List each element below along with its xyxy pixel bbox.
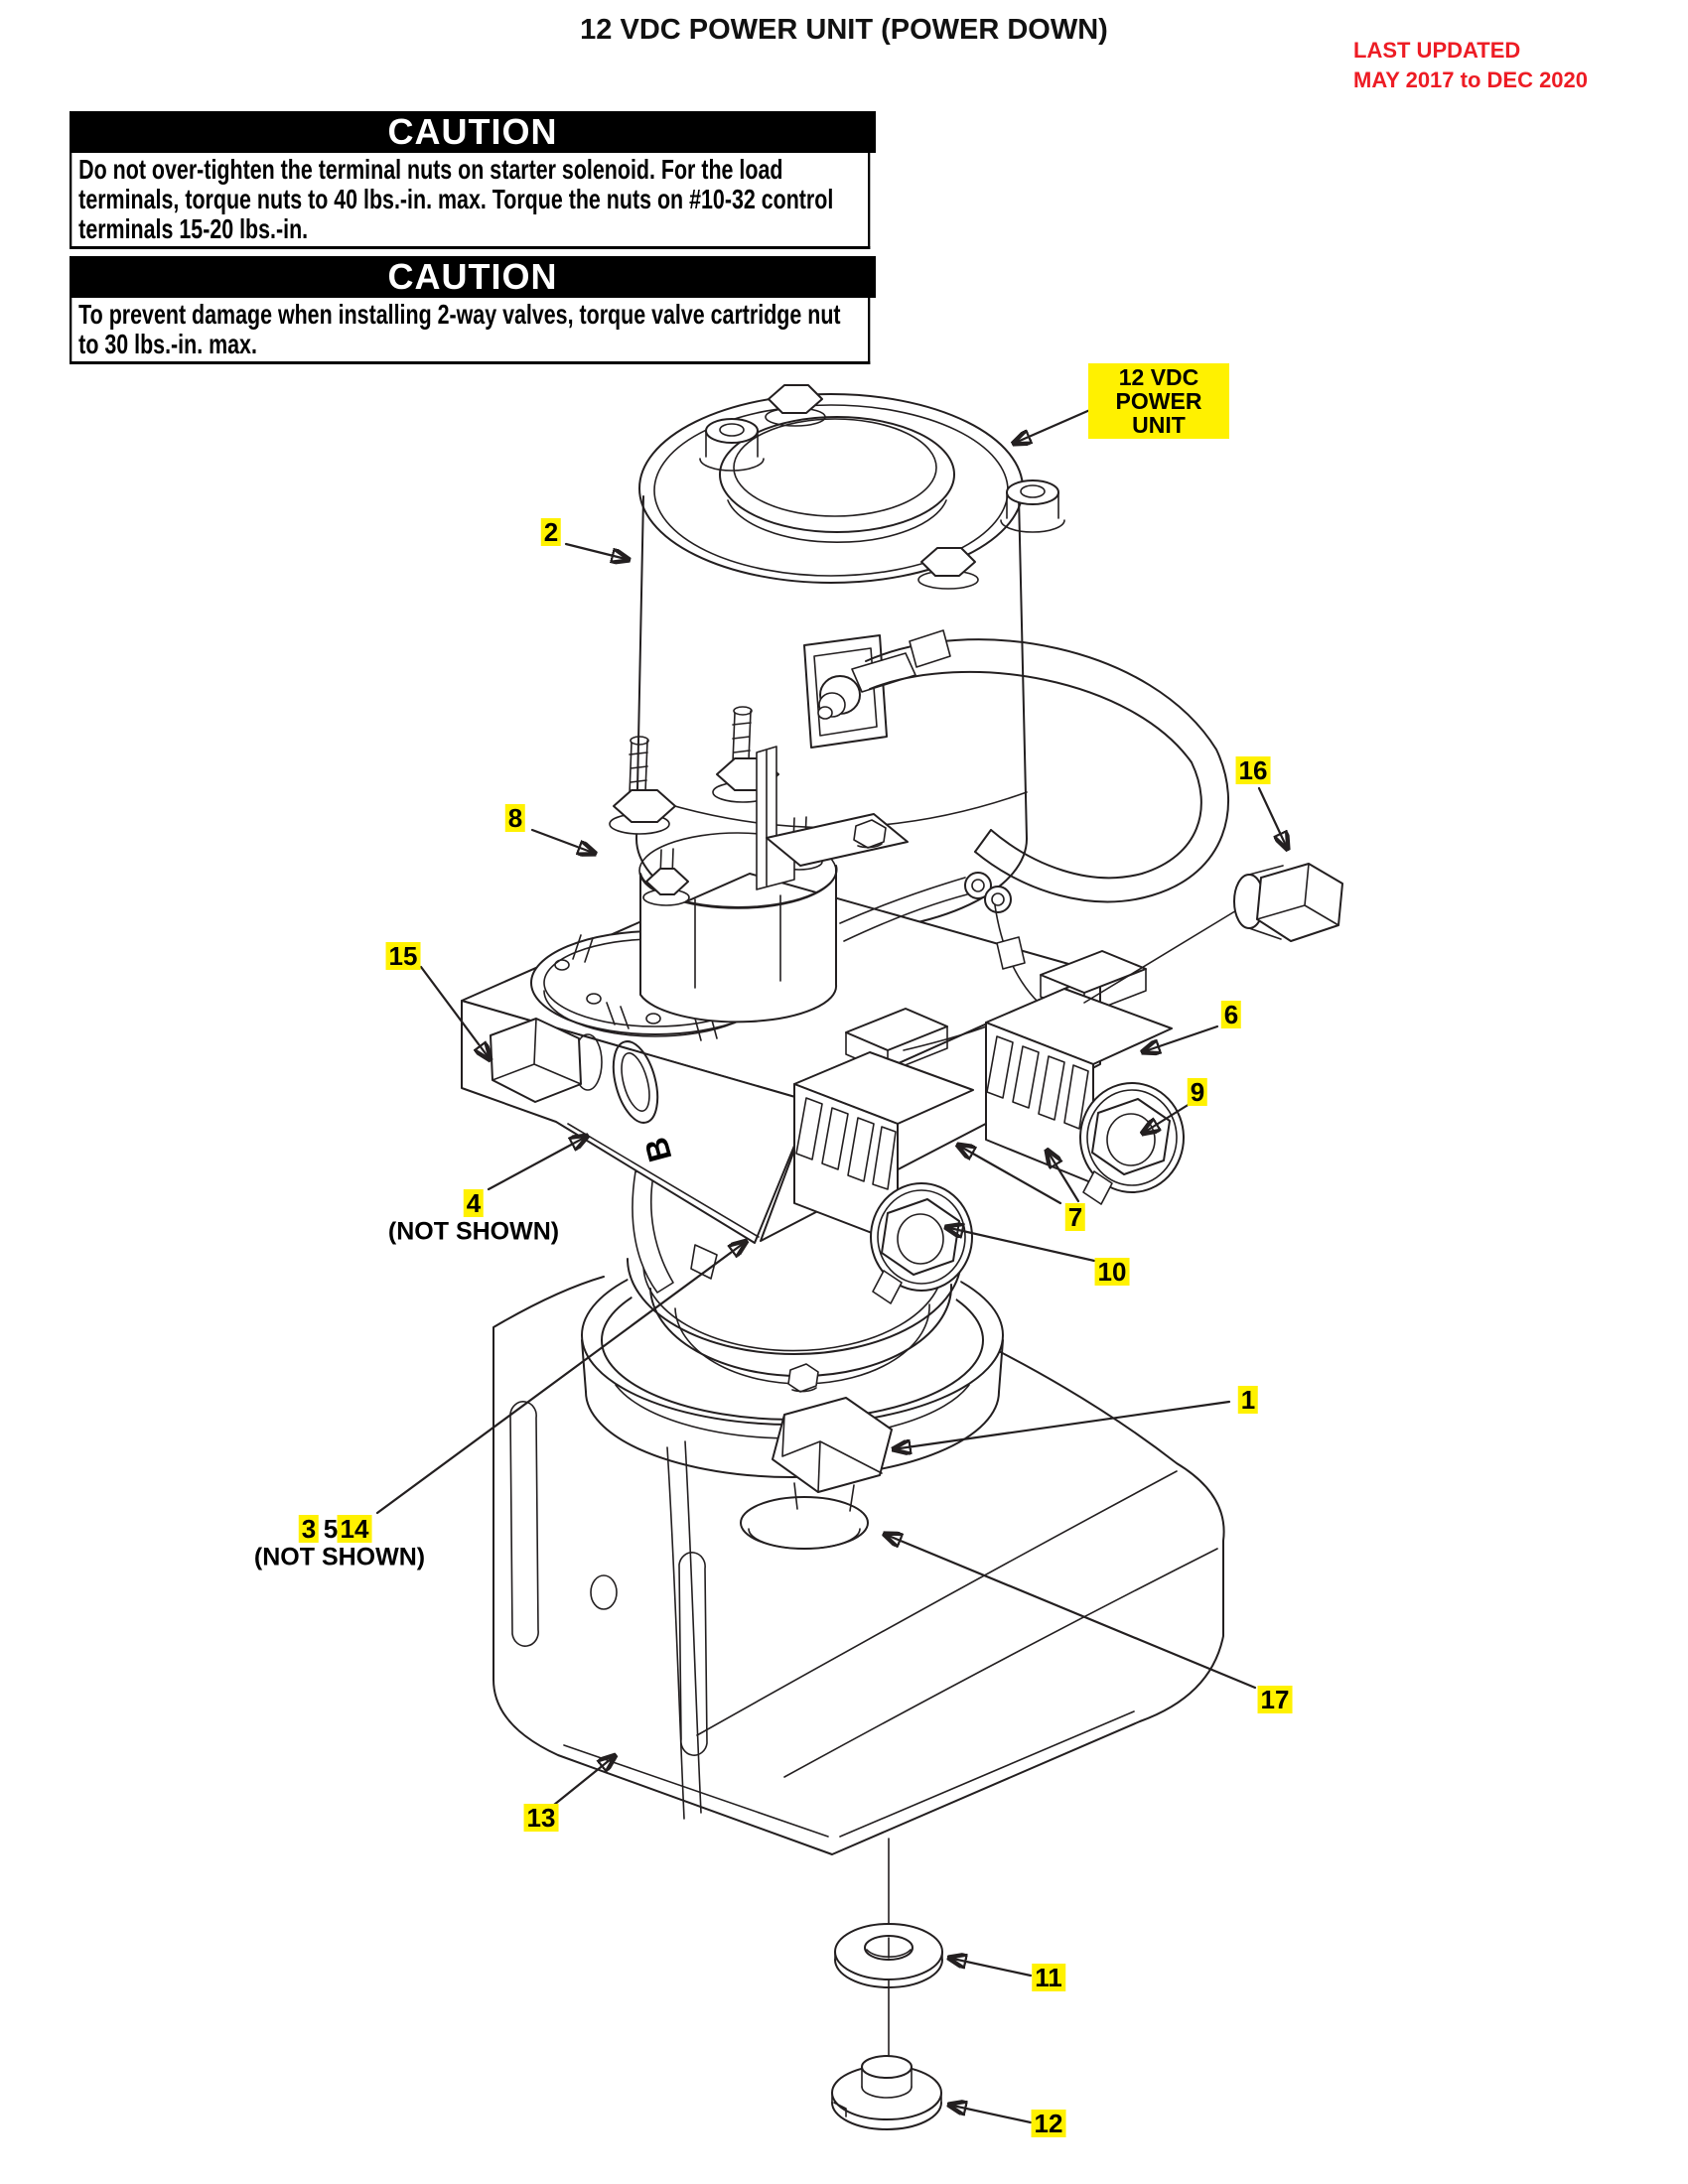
callout-1: 1 xyxy=(1237,1386,1259,1414)
unit-label-line2: POWER UNIT xyxy=(1115,388,1202,438)
callout-16: 16 xyxy=(1235,756,1271,784)
caution-2-header: CAUTION xyxy=(70,256,876,298)
callout-2: 2 xyxy=(540,518,562,546)
callout-17: 17 xyxy=(1257,1686,1293,1713)
callout-3: 3 xyxy=(298,1515,320,1543)
leader-lines xyxy=(375,407,1288,2124)
callout-4: 4 xyxy=(463,1189,485,1217)
caution-box-2: CAUTION To prevent damage when installin… xyxy=(70,256,876,364)
caution-1-header: CAUTION xyxy=(70,111,876,153)
callout-12: 12 xyxy=(1031,2110,1066,2137)
not-shown-label-2: (NOT SHOWN) xyxy=(253,1543,426,1571)
callout-10: 10 xyxy=(1094,1258,1130,1286)
unit-label-line1: 12 VDC xyxy=(1118,364,1199,390)
callout-8: 8 xyxy=(504,804,526,832)
last-updated-line2: MAY 2017 to DEC 2020 xyxy=(1353,68,1589,92)
starter-solenoid xyxy=(609,706,909,1024)
last-updated-line1: LAST UPDATED xyxy=(1353,38,1521,63)
callout-9: 9 xyxy=(1187,1078,1208,1106)
motor-terminal-and-cables xyxy=(803,629,1229,1125)
not-shown-label-1: (NOT SHOWN) xyxy=(387,1217,560,1246)
callout-5: 5 xyxy=(323,1514,339,1544)
fill-plug xyxy=(740,1397,893,1550)
callout-15: 15 xyxy=(385,942,421,970)
manifold-port xyxy=(612,1040,659,1124)
caution-1-body: Do not over-tighten the terminal nuts on… xyxy=(70,153,871,249)
callout-6: 6 xyxy=(1220,1001,1242,1028)
valve-left xyxy=(793,1008,974,1304)
caution-2-body: To prevent damage when installing 2-way … xyxy=(70,298,871,364)
callout-14: 14 xyxy=(337,1515,372,1543)
callout-13: 13 xyxy=(523,1804,559,1832)
unit-label: 12 VDC POWER UNIT xyxy=(1088,363,1229,439)
breather-plug xyxy=(1083,863,1343,1004)
hex-plug-15 xyxy=(490,1018,603,1103)
callout-11: 11 xyxy=(1032,1964,1065,1991)
washer-and-magnet xyxy=(831,1838,943,2130)
callout-7: 7 xyxy=(1064,1203,1086,1231)
page-title: 12 VDC POWER UNIT (POWER DOWN) xyxy=(580,14,1108,46)
caution-box-1: CAUTION Do not over-tighten the terminal… xyxy=(70,111,876,249)
last-updated-note: LAST UPDATED MAY 2017 to DEC 2020 xyxy=(1353,36,1588,95)
